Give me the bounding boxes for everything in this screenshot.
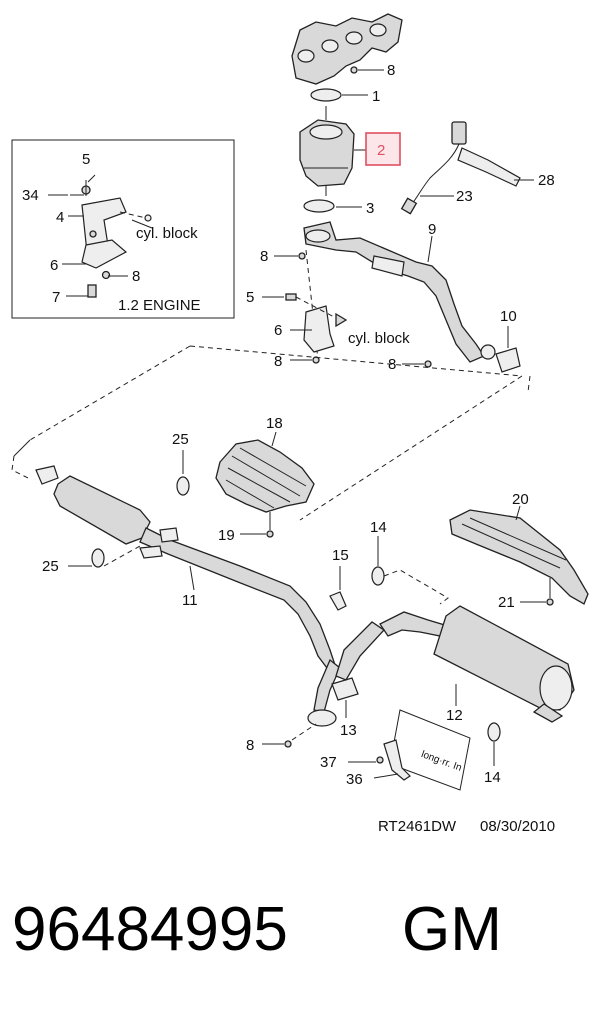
- callout-25-a: 25: [172, 431, 189, 448]
- diagram-date: 08/30/2010: [480, 818, 555, 835]
- grommet-25-b: [91, 548, 105, 568]
- heat-shield-front: [215, 439, 315, 513]
- inset-box: [11, 139, 235, 319]
- callout-5-inset: 5: [82, 151, 90, 168]
- callout-4: 4: [56, 209, 64, 226]
- callout-9: 9: [428, 221, 436, 238]
- rear-muffler: [335, 605, 575, 723]
- bracket-assembly: [70, 180, 152, 298]
- callout-20: 20: [512, 491, 529, 508]
- heat-shield-rear: [449, 509, 589, 605]
- grommet-25-a: [176, 476, 190, 496]
- callout-7: 7: [52, 289, 60, 306]
- callout-14-b: 14: [484, 769, 501, 786]
- callout-8-d: 8: [246, 737, 254, 754]
- callout-8-top: 8: [387, 62, 395, 79]
- callout-25-b: 25: [42, 558, 59, 575]
- label-bracket: [383, 739, 411, 781]
- callout-1: 1: [372, 88, 380, 105]
- callout-6-main: 6: [274, 322, 282, 339]
- callout-6-inset: 6: [50, 257, 58, 274]
- callout-13: 13: [340, 722, 357, 739]
- grommet-14-a: [371, 566, 385, 586]
- callout-8-b: 8: [388, 356, 396, 373]
- assembly-outline: [11, 345, 531, 521]
- grommet-14-b: [487, 722, 501, 742]
- callout-18: 18: [266, 415, 283, 432]
- callout-2: 2: [377, 142, 385, 159]
- callout-15: 15: [332, 547, 349, 564]
- callout-14-a: 14: [370, 519, 387, 536]
- pipe-bracket: [303, 305, 335, 353]
- callout-2-highlight: [365, 132, 401, 166]
- callout-19: 19: [218, 527, 235, 544]
- hanger-15: [329, 591, 347, 611]
- callout-10: 10: [500, 308, 517, 325]
- callout-28: 28: [538, 172, 555, 189]
- callout-5-main: 5: [246, 289, 254, 306]
- callout-11: 11: [182, 592, 198, 609]
- callout-3: 3: [366, 200, 374, 217]
- part-number: 96484995: [12, 895, 288, 964]
- gasket-3: [303, 199, 335, 213]
- inset-title: 1.2 ENGINE: [118, 297, 201, 314]
- cyl-block-label-main: cyl. block: [348, 330, 410, 347]
- callout-23: 23: [456, 188, 473, 205]
- reference-code: RT2461DW: [378, 818, 457, 835]
- exhaust-manifold: [291, 13, 403, 85]
- callout-12: 12: [446, 707, 463, 724]
- sensor-bracket: [457, 147, 521, 187]
- gasket-13: [331, 677, 359, 701]
- callout-8-c: 8: [274, 353, 282, 370]
- callout-8-inset: 8: [132, 268, 140, 285]
- callout-8-a: 8: [260, 248, 268, 265]
- catalytic-converter: [299, 106, 355, 196]
- gasket-10: [495, 347, 521, 373]
- cyl-block-label-inset: cyl. block: [136, 225, 198, 242]
- brand-name: GM: [402, 895, 502, 964]
- oxygen-sensor: [400, 121, 467, 215]
- callout-37: 37: [320, 754, 337, 771]
- callout-36: 36: [346, 771, 363, 788]
- intermediate-pipe: [35, 465, 341, 727]
- callout-21: 21: [498, 594, 515, 611]
- callout-34: 34: [22, 187, 39, 204]
- gasket-1: [310, 88, 342, 102]
